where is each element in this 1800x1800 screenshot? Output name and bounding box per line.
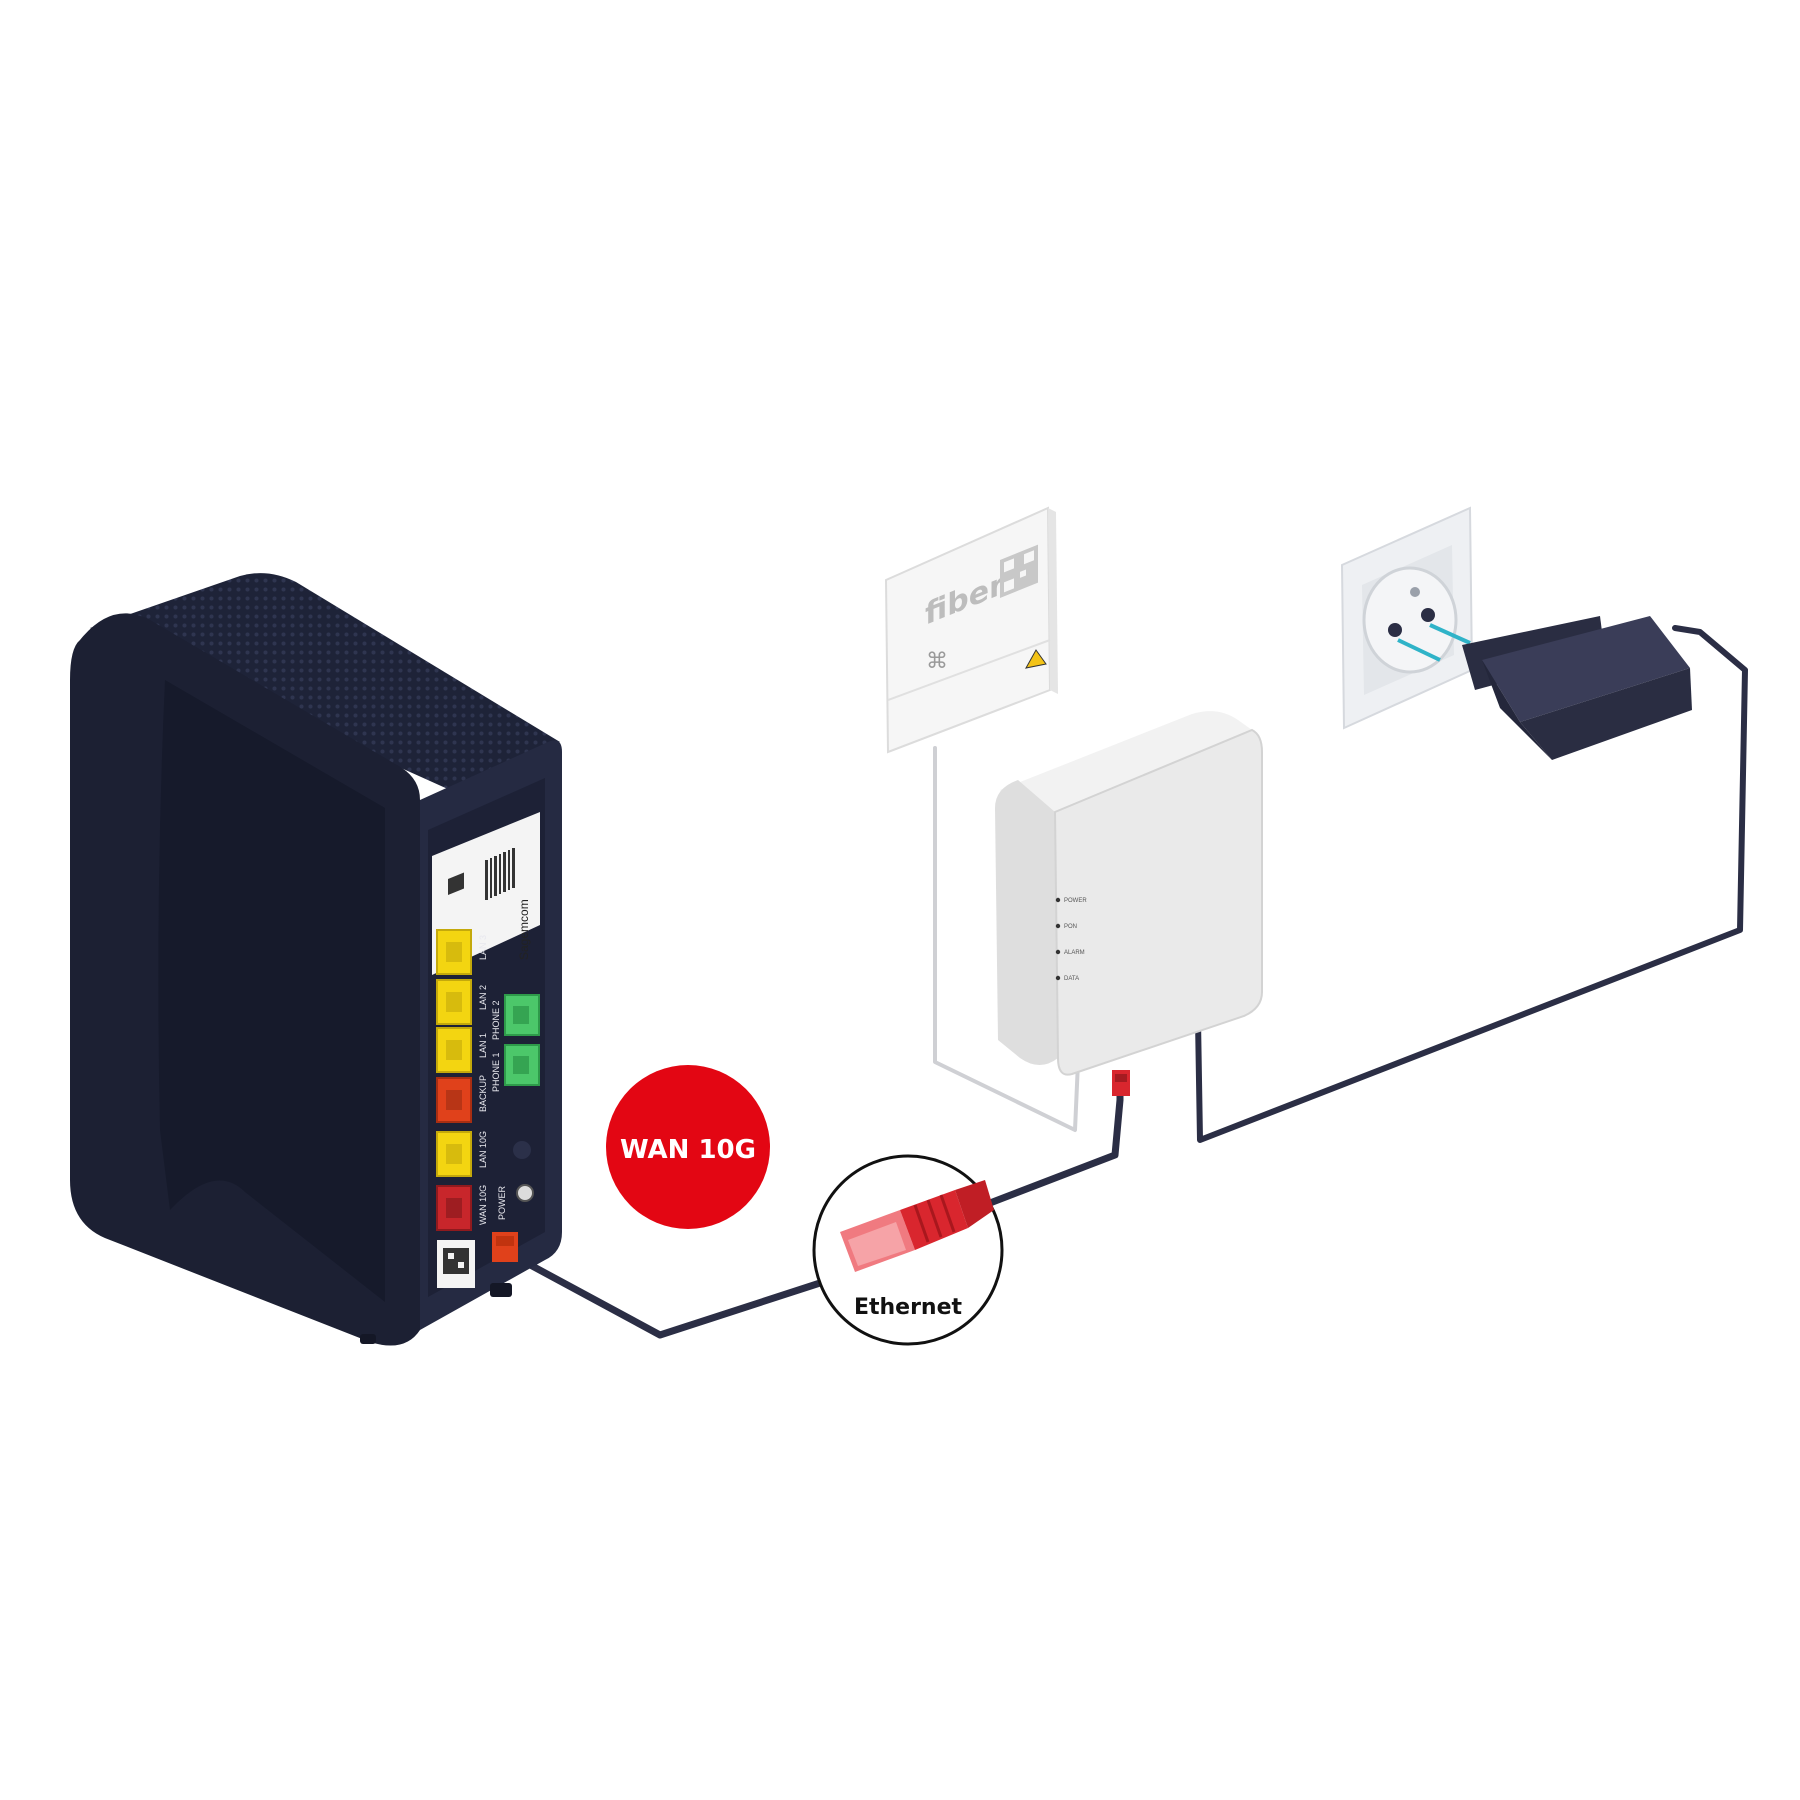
ont-front-face (995, 780, 1058, 1065)
router-qr-sticker (437, 1240, 475, 1288)
label-wan10g: WAN 10G (478, 1185, 488, 1225)
label-lan2: LAN 2 (478, 985, 488, 1010)
label-lan3: LAN 3 (478, 935, 488, 960)
port-phone2[interactable] (504, 994, 540, 1036)
port-lan10g[interactable] (436, 1131, 472, 1177)
outlet-qr-code (1000, 544, 1038, 598)
callout-text: Ethernet (854, 1295, 963, 1320)
laser-warning-icon (1025, 649, 1047, 669)
port-lan2[interactable] (436, 979, 472, 1025)
port-wan10g[interactable] (436, 1185, 472, 1231)
label-backup: BACKUP (478, 1075, 488, 1112)
ethernet-cable (506, 1086, 1124, 1339)
badge-text: WAN 10G (620, 1135, 756, 1165)
port-backup[interactable] (436, 1077, 472, 1123)
router: Sagemcom (70, 573, 562, 1346)
port-lan3[interactable] (436, 929, 472, 975)
label-lan1: LAN 1 (478, 1033, 488, 1058)
ont-box: POWER PON ALARM DATA (995, 711, 1263, 1096)
label-phone2: PHONE 2 (491, 1000, 501, 1040)
reset-button[interactable] (513, 1141, 531, 1159)
ont-ethernet-plug (1112, 1070, 1130, 1096)
outlet-logo-icon: ⌘ (926, 649, 948, 674)
router-top-grille (90, 573, 560, 790)
led-label-pon: PON (1064, 924, 1077, 930)
wan-plug (492, 1232, 518, 1262)
led-pon (1055, 923, 1061, 929)
wan-10g-badge: WAN 10G (606, 1065, 770, 1229)
ont-top-face (1000, 711, 1252, 815)
led-power (1055, 897, 1061, 903)
ethernet-callout: Ethernet (812, 1154, 1004, 1346)
wall-socket (1340, 506, 1474, 730)
power-adapter (1397, 616, 1692, 760)
router-brand-text: Sagemcom (517, 899, 531, 960)
label-power: POWER (497, 1185, 507, 1220)
label-lan10g: LAN 10G (478, 1131, 488, 1168)
label-phone1: PHONE 1 (491, 1052, 501, 1092)
ethernet-connector-icon (840, 1180, 994, 1272)
power-cable (1195, 625, 1748, 1143)
fiber-outlet: fiber ⌘ (884, 506, 1058, 754)
led-alarm (1055, 949, 1061, 955)
led-data (1055, 975, 1061, 981)
fiber-cable (933, 746, 1080, 1132)
ont-side-face (1053, 728, 1263, 1076)
power-jack[interactable] (516, 1184, 534, 1202)
ont-leds: POWER PON ALARM DATA (1055, 897, 1087, 982)
led-label-power: POWER (1064, 898, 1087, 904)
port-phone1[interactable] (504, 1044, 540, 1086)
led-label-alarm: ALARM (1064, 950, 1085, 956)
port-lan1[interactable] (436, 1027, 472, 1073)
led-label-data: DATA (1064, 976, 1079, 982)
